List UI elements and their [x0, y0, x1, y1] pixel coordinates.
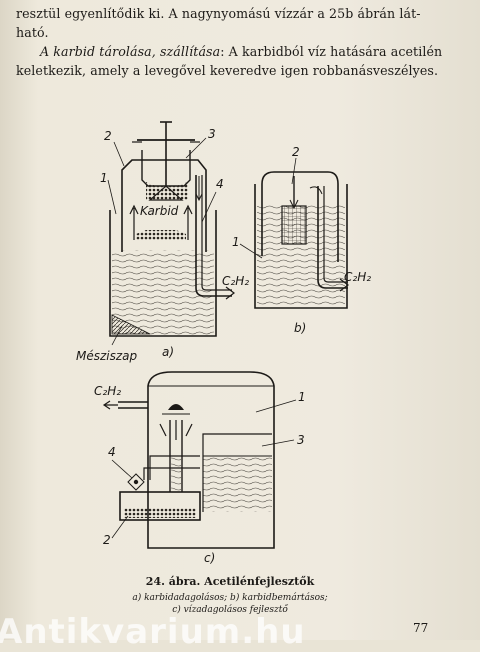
- figure-caption-line2: c) vízadagolásos fejlesztő: [172, 605, 288, 615]
- label-karbid: Karbid: [140, 204, 179, 218]
- label-2-b: 2: [292, 145, 300, 159]
- label-gas-b: C₂H₂: [344, 270, 371, 284]
- diagram-c: C₂H₂ 1 3 4 2 c): [94, 371, 306, 565]
- label-gas-a: C₂H₂: [222, 274, 249, 288]
- figure-caption-line1: a) karbidadagolásos; b) karbidbemártásos…: [132, 593, 328, 603]
- section-heading: A karbid tárolása, szállítása: [40, 44, 221, 59]
- diagram-a: 2 3 1 4 Karbid C₂H₂ Mésziszap a): [76, 121, 249, 363]
- page-number: 77: [413, 621, 429, 635]
- carbide-basket-b: [281, 205, 307, 245]
- body-text: resztül egyenlítődik ki. A nagynyomású v…: [16, 4, 456, 80]
- text-line-2: ható.: [16, 25, 49, 40]
- carbide-tray-c: [119, 491, 201, 521]
- label-3-a: 3: [208, 127, 216, 141]
- label-4-a: 4: [216, 177, 224, 191]
- outer-tank-a: [109, 210, 217, 337]
- water-c: [203, 456, 272, 512]
- text-line-1: resztül egyenlítődik ki. A nagynyomású v…: [16, 6, 421, 21]
- label-1-b: 1: [232, 235, 240, 249]
- sludge-a: [111, 314, 151, 335]
- sublabel-c: c): [204, 551, 215, 565]
- label-4-c: 4: [108, 445, 116, 459]
- diagram-b: 2 1 C₂H₂ b): [232, 145, 371, 335]
- bell-b: [261, 171, 339, 262]
- bell-a: [121, 159, 207, 252]
- watermark: Antikvarium.hu: [0, 612, 306, 652]
- outer-tank-b: [254, 184, 348, 309]
- text-line-3: A karbid tárolása, szállítása: A karbidb…: [16, 42, 456, 61]
- sublabel-a: a): [162, 345, 174, 359]
- label-2-a: 2: [104, 129, 112, 143]
- text-line-3-rest: : A karbidból víz hatására acetilén: [220, 44, 443, 59]
- label-1-a: 1: [100, 171, 108, 185]
- carbide-pile-a: [136, 230, 186, 240]
- sublabel-b: b): [294, 321, 306, 335]
- label-meszisap: Mésziszap: [76, 349, 138, 363]
- label-2-c: 2: [103, 533, 111, 547]
- figure-caption-title: 24. ábra. Acetilénfejlesztők: [145, 575, 315, 588]
- outlet-pipe-b: [317, 186, 348, 289]
- label-3-c: 3: [297, 433, 305, 447]
- label-gas-c: C₂H₂: [94, 384, 121, 398]
- label-1-c: 1: [298, 390, 306, 404]
- outlet-pipe-a: [195, 175, 232, 297]
- tank-c: [147, 371, 275, 549]
- text-line-4: keletkezik, amely a levegővel keveredve …: [16, 63, 439, 78]
